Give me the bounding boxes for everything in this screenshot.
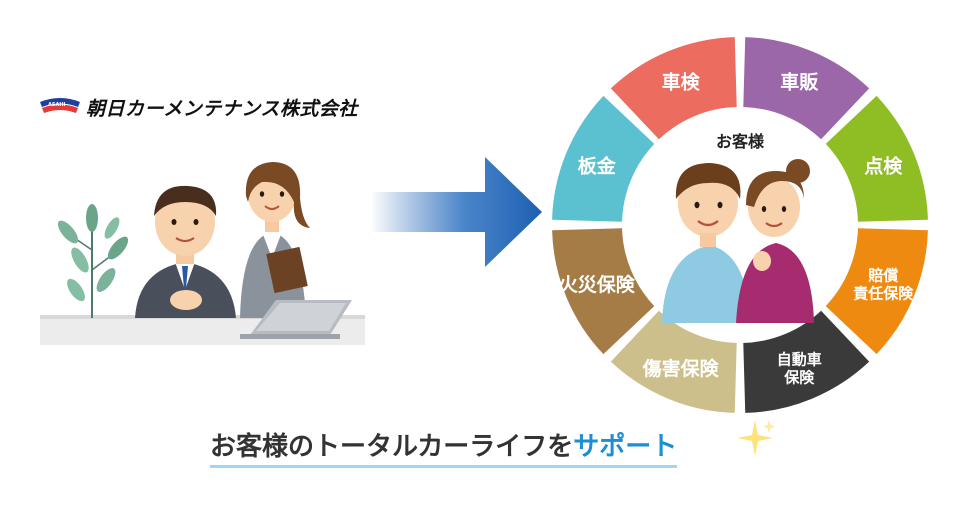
customer-couple-illustration xyxy=(662,159,814,323)
wheel-label-inspection: 点検 xyxy=(864,154,903,177)
wheel-label-shaken: 車検 xyxy=(662,70,701,93)
wheel-segment-inspection xyxy=(825,95,928,222)
wheel-label-line: 火災保険 xyxy=(559,273,636,296)
company-name: 朝日カーメンテナンス株式会社 xyxy=(86,97,358,120)
wheel-label-line: 車検 xyxy=(662,70,701,93)
wheel-label-injury: 傷害保険 xyxy=(642,357,720,380)
office-illustration xyxy=(40,162,365,345)
laptop-icon xyxy=(240,300,352,339)
wheel-label-liability: 賠償責任保険 xyxy=(853,267,914,303)
businessman-figure xyxy=(135,185,236,318)
businesswoman-figure xyxy=(240,162,310,318)
wheel-label-line: 車販 xyxy=(780,70,819,93)
tagline-main: お客様のトータルカーライフを xyxy=(210,426,574,468)
wheel-label-line: 保険 xyxy=(783,368,815,386)
wheel-segment-injury xyxy=(610,310,737,413)
company-logo: ASAHI 朝日カーメンテナンス株式会社 xyxy=(38,92,358,122)
wheel-label-line: 傷害保険 xyxy=(642,357,720,380)
wheel-label-auto: 自動車保険 xyxy=(777,350,822,386)
wheel-label-fire: 火災保険 xyxy=(559,273,636,296)
wheel-segment-liability xyxy=(825,228,928,355)
wheel-label-line: 賠償 xyxy=(868,267,899,285)
wheel-segment-sales xyxy=(743,37,870,140)
company-logo-mark: ASAHI xyxy=(40,98,80,113)
wheel-label-line: 板金 xyxy=(578,154,617,177)
wheel-label-line: 自動車 xyxy=(777,350,822,368)
wheel-segment-shaken xyxy=(610,37,737,140)
wheel-label-line: 責任保険 xyxy=(853,285,914,303)
wheel-segment-sheetmetal xyxy=(552,95,655,222)
transition-arrow-icon xyxy=(370,157,542,267)
wheel-label-sheetmetal: 板金 xyxy=(578,154,617,177)
wheel-segment-auto xyxy=(743,310,870,413)
center-label: お客様 xyxy=(716,132,765,151)
company-logo-mark-text: ASAHI xyxy=(48,102,66,108)
tagline-accent: サポート xyxy=(573,426,678,468)
wheel-segment-fire xyxy=(552,228,655,355)
sparkle-icon xyxy=(737,420,775,456)
wheel-label-line: 点検 xyxy=(864,154,903,177)
wheel-label-sales: 車販 xyxy=(780,70,819,93)
tagline: お客様のトータルカーライフをサポート xyxy=(210,426,678,468)
plant-icon xyxy=(57,204,129,318)
